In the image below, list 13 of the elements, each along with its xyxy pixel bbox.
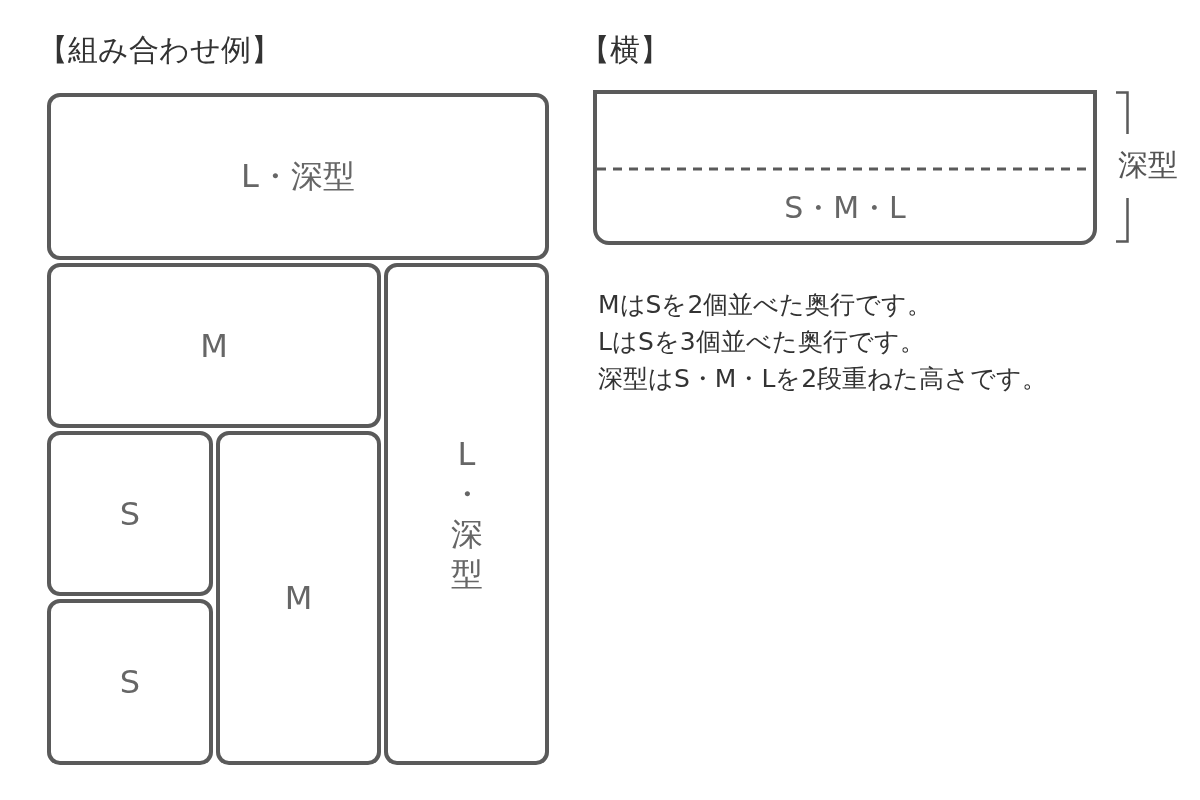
container-box: S bbox=[47, 599, 213, 765]
note-text: MはSを2個並べた奥行です。 bbox=[598, 289, 933, 321]
dimension-label: 深型 bbox=[1118, 146, 1178, 184]
note-text: 深型はS・M・Lを2段重ねた高さです。 bbox=[598, 363, 1048, 395]
container-box: M bbox=[47, 263, 381, 428]
container-box: L・深型 bbox=[47, 93, 549, 260]
container-box: M bbox=[216, 431, 381, 765]
container-box: L・深型 bbox=[384, 263, 549, 765]
side-view-box: S・M・L bbox=[593, 90, 1097, 245]
heading: 【横】 bbox=[580, 31, 670, 69]
note-text: LはSを3個並べた奥行です。 bbox=[598, 326, 925, 358]
heading: 【組み合わせ例】 bbox=[38, 31, 281, 69]
container-box: S bbox=[47, 431, 213, 596]
